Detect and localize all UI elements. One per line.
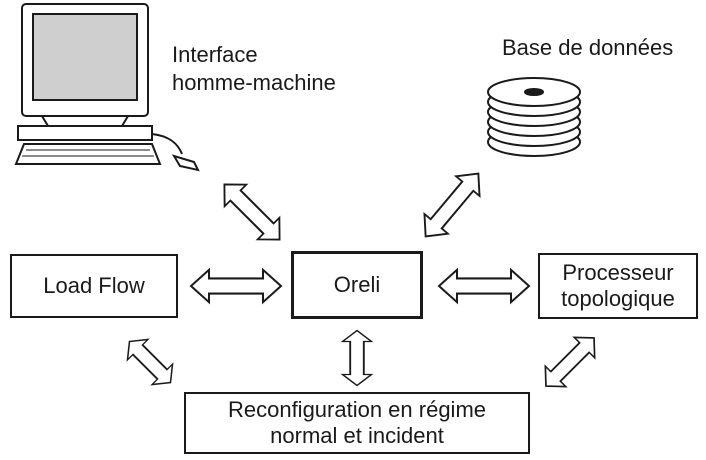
- computer-icon: [14, 3, 200, 172]
- arrow-database-oreli: [412, 162, 492, 248]
- database-label: Base de données: [502, 35, 674, 60]
- arrow-oreli-reconfig: [341, 329, 373, 387]
- reconfiguration-box: Reconfiguration en régime normal et inci…: [184, 392, 530, 454]
- oreli-box: Oreli: [291, 251, 423, 319]
- load-flow-label: Load Flow: [43, 273, 145, 298]
- arrow-loadflow-reconfig: [118, 330, 182, 394]
- processor-label-line2: topologique: [561, 286, 675, 311]
- processor-box: Processeur topologique: [538, 253, 698, 319]
- reconfig-label-line1: Reconfiguration en régime: [227, 397, 487, 422]
- arrow-loadflow-oreli: [189, 268, 283, 304]
- hmi-label-line2: homme-machine: [172, 70, 336, 95]
- load-flow-box: Load Flow: [10, 254, 178, 318]
- database-icon: [487, 77, 581, 157]
- arrow-hmi-oreli: [212, 172, 292, 252]
- oreli-label: Oreli: [333, 272, 381, 297]
- processor-label-line1: Processeur: [562, 260, 674, 285]
- reconfig-label-line2: normal et incident: [270, 423, 444, 448]
- arrow-oreli-processor: [437, 268, 531, 304]
- arrow-processor-reconfig: [534, 326, 606, 398]
- hmi-label-line1: Interface: [172, 42, 258, 67]
